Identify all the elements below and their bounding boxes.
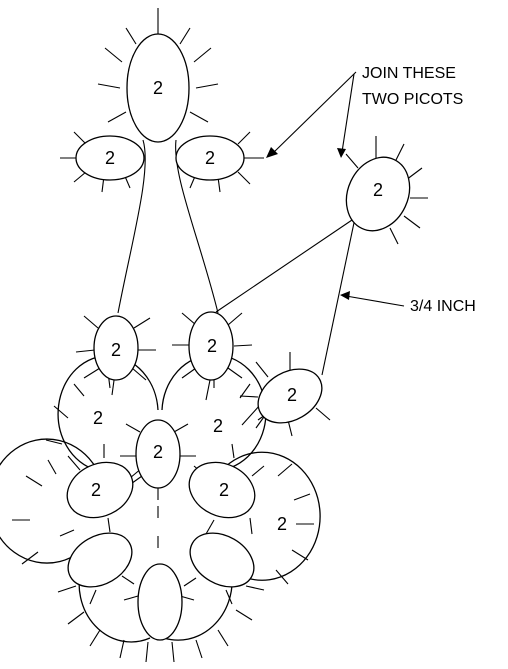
ring-label: 2	[111, 340, 121, 360]
join-picots-note-line1: JOIN THESE	[362, 65, 456, 82]
ring-label: 2	[219, 480, 229, 500]
large-ring-upper-left	[57, 355, 159, 471]
ring-side	[257, 368, 323, 424]
large-ring-right	[221, 451, 321, 581]
ring-label: 2	[93, 408, 103, 428]
ring-label: 2	[373, 180, 383, 200]
large-ring-lower-right	[163, 574, 233, 641]
annotations: JOIN THESE TWO PICOTS 3/4 INCH	[266, 65, 476, 315]
ring-label: 2	[153, 442, 163, 462]
ring-label: 2	[287, 385, 297, 405]
ring-flower-inner-left	[66, 461, 134, 519]
ring-label: 2	[207, 336, 217, 356]
ring-flower-bottom-center	[137, 563, 183, 641]
ring-label: 2	[91, 480, 101, 500]
thread-left-to-rings-pair	[117, 139, 146, 314]
arrowhead-right-picot	[337, 148, 346, 158]
join-picots-note-line2: TWO PICOTS	[362, 91, 463, 108]
ring-label: 2	[105, 148, 115, 168]
ring-upper-right-picot	[345, 156, 411, 232]
ring-flower-lower-right	[189, 532, 255, 588]
thread-side-ring-to-flower	[241, 404, 261, 426]
ring-label: 2	[213, 416, 223, 436]
join-pointer-to-left-picot	[271, 71, 357, 155]
ring-labels: 2 2 2 2 2 2 2 2 2 2 2 2 2	[91, 78, 383, 534]
thread-picot-ring-to-center-right	[215, 217, 356, 313]
ring-label: 2	[205, 148, 215, 168]
arrowhead-measure	[340, 291, 350, 300]
ring-pair-right	[188, 311, 234, 381]
ring-top-left	[75, 135, 145, 181]
measure-pointer	[345, 295, 405, 307]
rings	[66, 33, 411, 641]
ring-flower-center-upper	[135, 419, 181, 489]
ring-label: 2	[277, 514, 287, 534]
ring-pair-left	[93, 315, 139, 381]
thread-center-ring-down	[205, 379, 211, 401]
ring-top	[126, 33, 190, 143]
join-pointer-to-right-picot	[341, 73, 355, 153]
ring-flower-inner-right	[188, 461, 256, 519]
arrowhead-left-picot	[266, 147, 278, 158]
thread-picot-ring-to-side-ring	[321, 217, 356, 376]
ring-flower-lower-left	[67, 532, 133, 588]
ring-label: 2	[153, 78, 163, 98]
large-ring-left	[0, 438, 97, 564]
flower-large-rings	[0, 354, 321, 643]
measure-note: 3/4 INCH	[410, 298, 476, 315]
ring-top-right	[175, 135, 245, 181]
large-ring-upper-right	[161, 354, 267, 471]
picots	[12, 8, 428, 663]
